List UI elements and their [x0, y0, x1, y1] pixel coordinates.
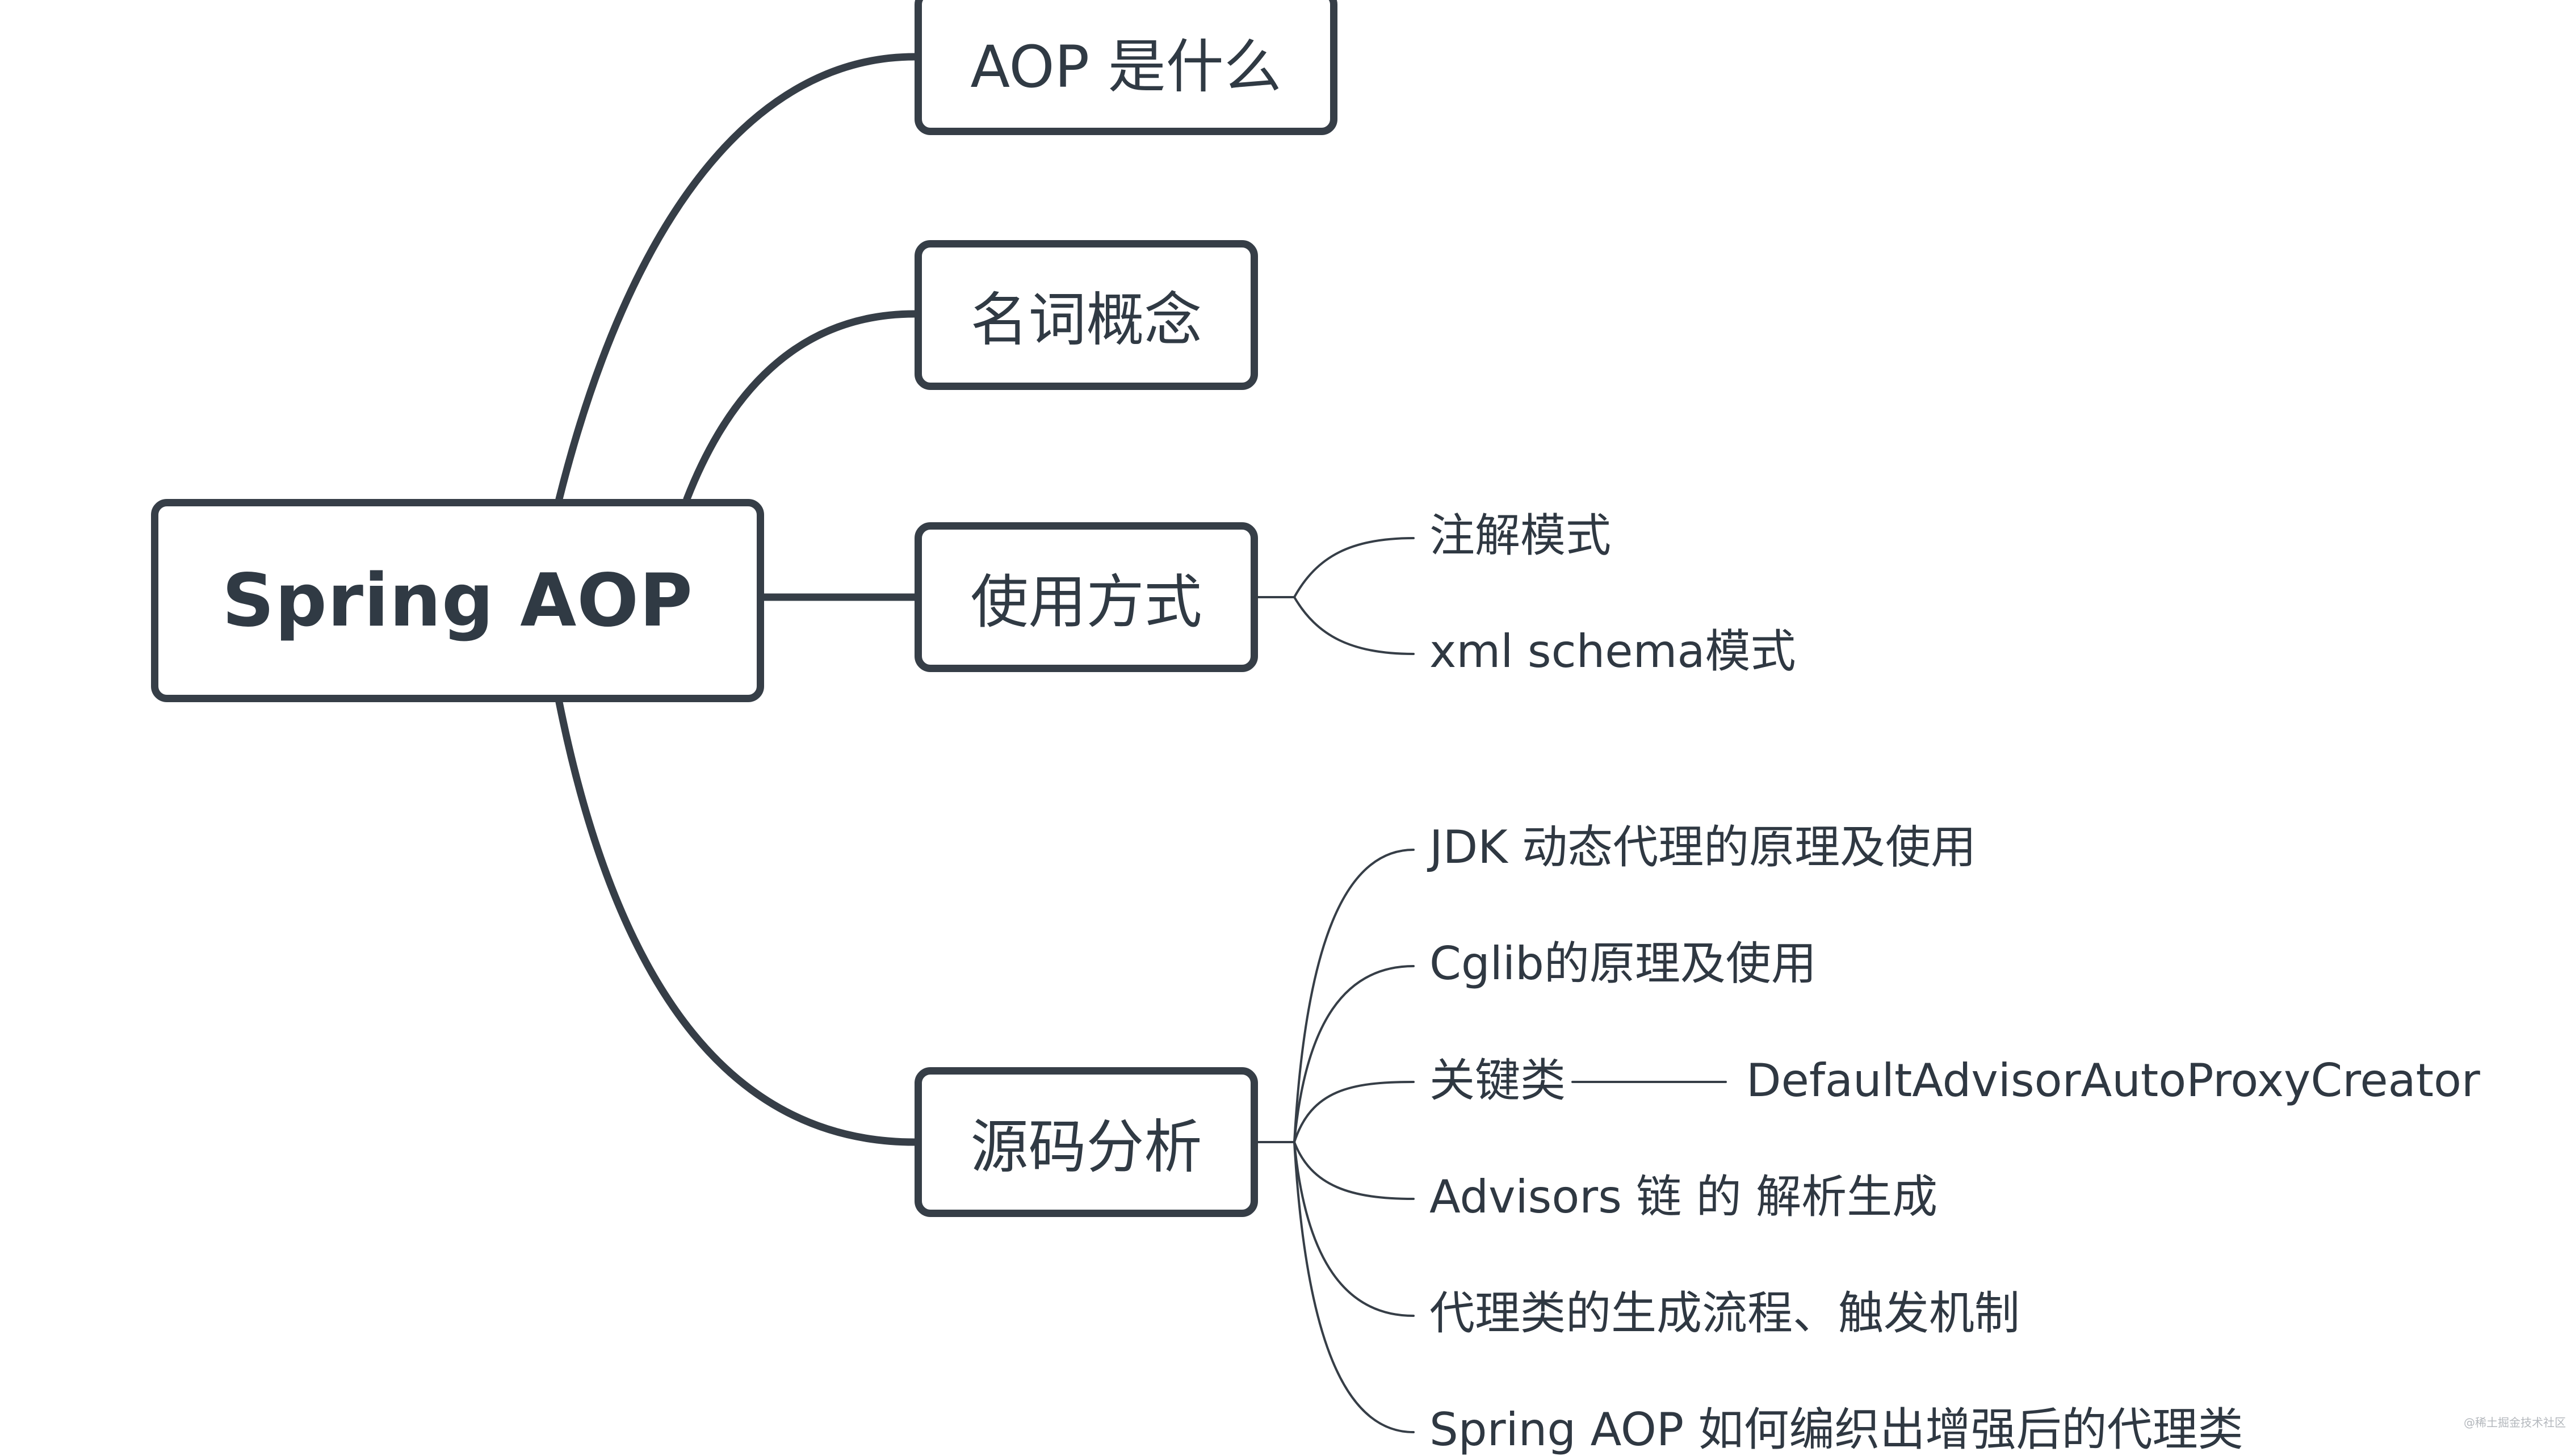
branch-label: 名词概念: [970, 286, 1202, 354]
edge-root-terms: [683, 310, 919, 503]
edge-root-what: [555, 53, 919, 503]
branch-label: 源码分析: [970, 1113, 1202, 1181]
edge-source-advisors: [1293, 1141, 1415, 1200]
edge-source-weave: [1293, 1141, 1415, 1433]
branch-usage: 使用方式: [915, 522, 1258, 672]
edge-root-source: [555, 698, 919, 1146]
edge-usage-anno: [1293, 537, 1415, 598]
branch-label: 使用方式: [970, 568, 1202, 636]
leaf-annotation-mode: 注解模式: [1429, 509, 1611, 562]
leaf-default-advisor-auto-proxy-creator: DefaultAdvisorAutoProxyCreator: [1746, 1054, 2480, 1107]
watermark: @稀土掘金技术社区: [2464, 1416, 2566, 1429]
branch-label: AOP 是什么: [970, 33, 1282, 101]
edge-source-cglib: [1293, 965, 1415, 1143]
leaf-proxy-generation: 代理类的生成流程、触发机制: [1429, 1287, 2020, 1340]
edge-source-key: [1293, 1081, 1415, 1143]
branch-source-analysis: 源码分析: [915, 1067, 1258, 1217]
leaf-jdk-dynamic-proxy: JDK 动态代理的原理及使用: [1429, 821, 1977, 874]
leaf-advisors-chain: Advisors 链 的 解析生成: [1429, 1170, 1938, 1223]
leaf-weave-proxy: Spring AOP 如何编织出增强后的代理类: [1429, 1403, 2243, 1456]
leaf-xml-schema-mode: xml schema模式: [1429, 625, 1796, 678]
branch-terms: 名词概念: [915, 240, 1258, 390]
edge-source-jdk: [1293, 849, 1415, 1143]
edge-source-proxy: [1293, 1141, 1415, 1317]
root-label: Spring AOP: [222, 558, 693, 643]
edge-usage-xml: [1293, 596, 1415, 655]
leaf-key-classes: 关键类: [1429, 1054, 1566, 1107]
root-node: Spring AOP: [151, 499, 764, 702]
branch-what-is-aop: AOP 是什么: [915, 0, 1337, 135]
leaf-cglib: Cglib的原理及使用: [1429, 937, 1817, 990]
